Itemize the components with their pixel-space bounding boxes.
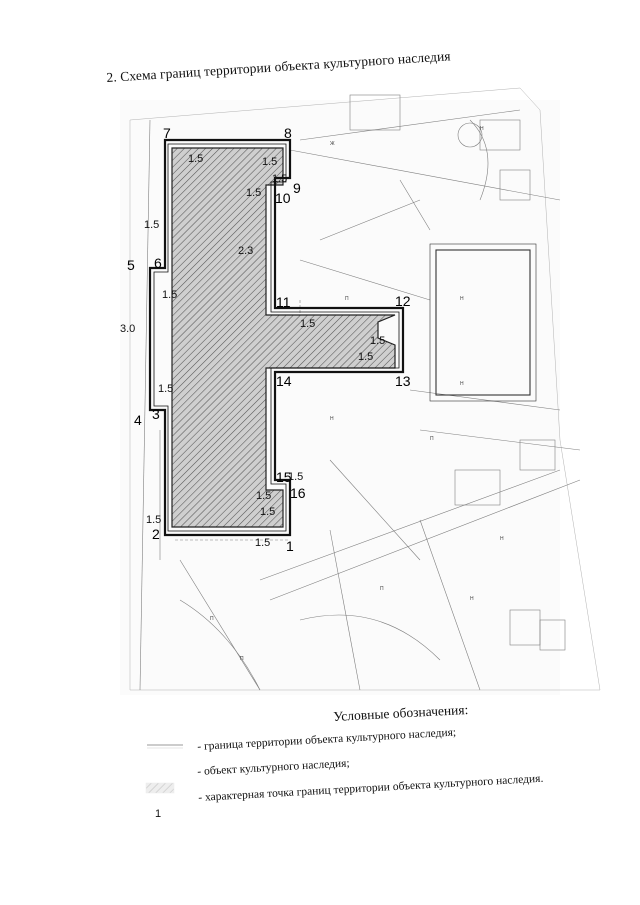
point-10: 10 xyxy=(275,190,291,206)
distance-label: 1.5 xyxy=(272,173,287,185)
territory-boundary xyxy=(148,138,405,537)
legend-item-point: - характерная точка границ территории об… xyxy=(198,772,544,804)
distance-label: 1.5 xyxy=(144,219,159,231)
distance-label: 1.5 xyxy=(188,153,203,165)
distance-label: 1.5 xyxy=(162,289,177,301)
distance-label: 1.5 xyxy=(288,471,303,483)
point-1: 1 xyxy=(286,538,294,554)
svg-text:Н: Н xyxy=(460,381,464,387)
distance-label: 1.5 xyxy=(260,506,275,518)
legend-title: Условные обозначения: xyxy=(333,701,469,724)
point-15: 15 xyxy=(276,469,292,485)
distance-label: 1.5 xyxy=(262,156,277,168)
point-3: 3 xyxy=(152,406,160,422)
point-14: 14 xyxy=(276,373,292,389)
svg-text:П: П xyxy=(380,586,384,592)
boundary-map: Ж Н П Н Н П П Н Н П Н П 1 2 3 4 5 6 7 8 … xyxy=(120,87,601,691)
legend-item-object: - объект культурного наследия; xyxy=(197,757,350,778)
point-7: 7 xyxy=(163,125,171,141)
distance-label: 1.5 xyxy=(246,187,261,199)
distance-label: 1.5 xyxy=(300,318,315,330)
legend-item-boundary: - граница территории объекта культурного… xyxy=(197,726,457,753)
point-5: 5 xyxy=(127,257,135,273)
point-12: 12 xyxy=(395,293,411,309)
distance-label: 1.5 xyxy=(370,335,385,347)
svg-text:Ж: Ж xyxy=(330,141,335,147)
distance-label: 1.5 xyxy=(146,514,161,526)
point-9: 9 xyxy=(293,180,301,196)
point-13: 13 xyxy=(395,373,411,389)
svg-text:Н: Н xyxy=(470,596,474,602)
svg-text:П: П xyxy=(430,436,434,442)
distance-label: 2.3 xyxy=(238,245,253,257)
neighboring-building xyxy=(429,243,537,402)
svg-text:П: П xyxy=(345,296,349,302)
point-2: 2 xyxy=(152,526,160,542)
point-6: 6 xyxy=(154,255,162,271)
point-11: 11 xyxy=(276,294,291,310)
point-16: 16 xyxy=(290,485,306,501)
svg-text:П: П xyxy=(240,656,244,662)
hatched-area-symbol xyxy=(145,782,175,794)
distance-label: 1.5 xyxy=(158,383,173,395)
distance-label: 1.5 xyxy=(256,490,271,502)
svg-text:Н: Н xyxy=(480,126,484,132)
svg-text:Н: Н xyxy=(330,416,334,422)
distance-label: 3.0 xyxy=(120,323,135,335)
point-number-symbol: 1 xyxy=(155,808,162,820)
svg-text:Н: Н xyxy=(500,536,504,542)
svg-text:Н: Н xyxy=(460,296,464,302)
point-8: 8 xyxy=(284,125,292,141)
point-4: 4 xyxy=(134,412,142,428)
map-annotations: Ж Н П Н Н П П Н Н П Н П xyxy=(210,126,504,662)
boundary-line-symbol xyxy=(147,744,183,749)
svg-text:П: П xyxy=(210,616,214,622)
distance-label: 1.5 xyxy=(358,351,373,363)
distance-label: 1.5 xyxy=(255,537,270,549)
